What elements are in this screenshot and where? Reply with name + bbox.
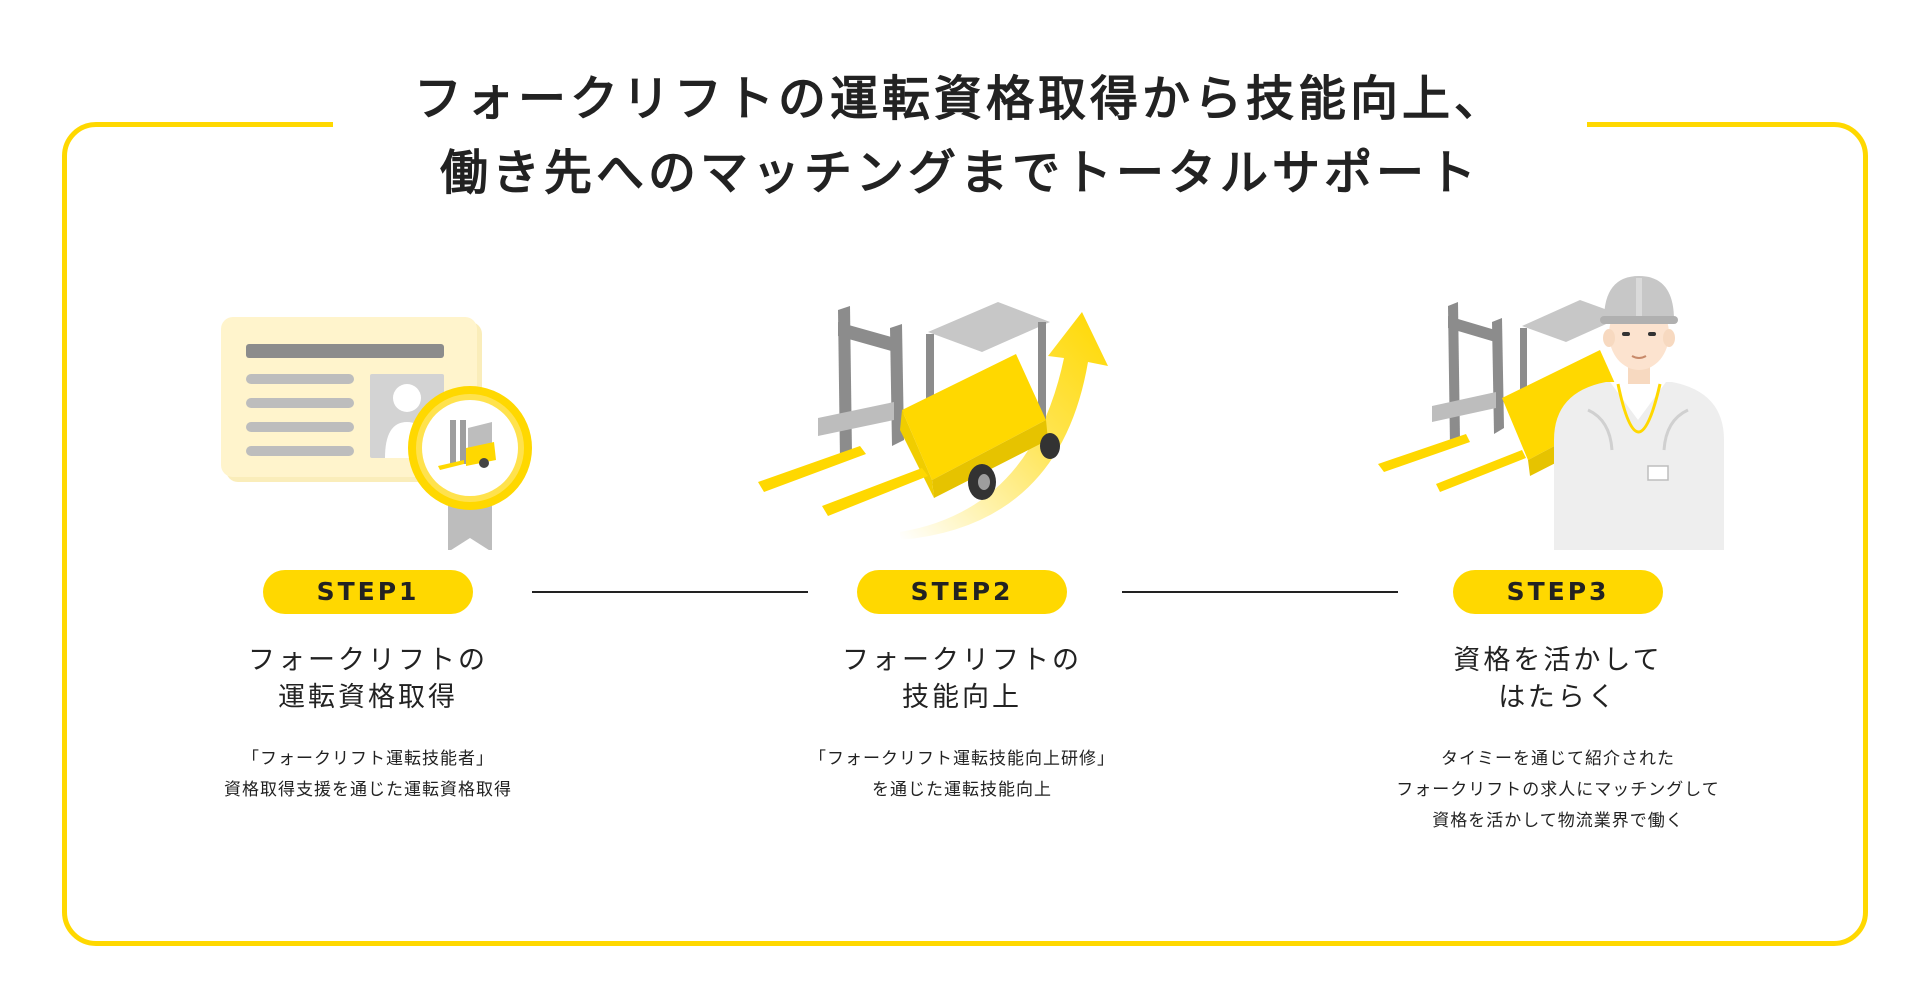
license-card-with-medal-icon bbox=[158, 270, 578, 550]
step-3-desc-line-3: 資格を活かして物流業界で働く bbox=[1432, 811, 1684, 831]
step-2-badge: STEP2 bbox=[857, 570, 1067, 614]
forklift-with-up-arrow-icon bbox=[752, 270, 1172, 550]
step-3-badge: STEP3 bbox=[1453, 570, 1663, 614]
step-2-heading: フォークリフトの 技能向上 bbox=[752, 642, 1172, 716]
step-1-heading-line-2: 運転資格取得 bbox=[278, 682, 458, 713]
step-3-description: タイミーを通じて紹介された フォークリフトの求人にマッチングして 資格を活かして… bbox=[1348, 744, 1768, 837]
page-title: フォークリフトの運転資格取得から技能向上、 働き先へのマッチングまでトータルサポ… bbox=[333, 62, 1587, 210]
step-3-heading-line-2: はたらく bbox=[1498, 682, 1618, 713]
connector-line-2 bbox=[1122, 591, 1398, 593]
step-1-description: 「フォークリフト運転技能者」 資格取得支援を通じた運転資格取得 bbox=[158, 744, 578, 806]
title-background bbox=[333, 70, 1587, 200]
step-1-desc-line-2: 資格取得支援を通じた運転資格取得 bbox=[224, 780, 512, 800]
step-1: STEP1 フォークリフトの 運転資格取得 「フォークリフト運転技能者」 資格取… bbox=[158, 270, 578, 806]
step-3: STEP3 資格を活かして はたらく タイミーを通じて紹介された フォークリフト… bbox=[1348, 270, 1768, 837]
forklift-with-worker-icon bbox=[1348, 270, 1768, 550]
title-line-2: 働き先へのマッチングまでトータルサポート bbox=[439, 145, 1480, 201]
step-2-desc-line-2: を通じた運転技能向上 bbox=[872, 780, 1052, 800]
step-2-description: 「フォークリフト運転技能向上研修」 を通じた運転技能向上 bbox=[752, 744, 1172, 806]
step-2: STEP2 フォークリフトの 技能向上 「フォークリフト運転技能向上研修」 を通… bbox=[752, 270, 1172, 806]
step-3-desc-line-1: タイミーを通じて紹介された bbox=[1441, 749, 1675, 769]
title-line-1: フォークリフトの運転資格取得から技能向上、 bbox=[413, 71, 1506, 127]
step-1-desc-line-1: 「フォークリフト運転技能者」 bbox=[242, 749, 494, 769]
step-1-heading-line-1: フォークリフトの bbox=[248, 645, 488, 676]
step-3-heading-line-1: 資格を活かして bbox=[1453, 645, 1663, 676]
step-3-desc-line-2: フォークリフトの求人にマッチングして bbox=[1396, 780, 1720, 800]
connector-line-1 bbox=[532, 591, 808, 593]
step-1-heading: フォークリフトの 運転資格取得 bbox=[158, 642, 578, 716]
step-2-heading-line-1: フォークリフトの bbox=[842, 645, 1082, 676]
step-1-badge: STEP1 bbox=[263, 570, 473, 614]
step-3-heading: 資格を活かして はたらく bbox=[1348, 642, 1768, 716]
step-2-heading-line-2: 技能向上 bbox=[902, 682, 1022, 713]
step-2-desc-line-1: 「フォークリフト運転技能向上研修」 bbox=[809, 749, 1115, 769]
